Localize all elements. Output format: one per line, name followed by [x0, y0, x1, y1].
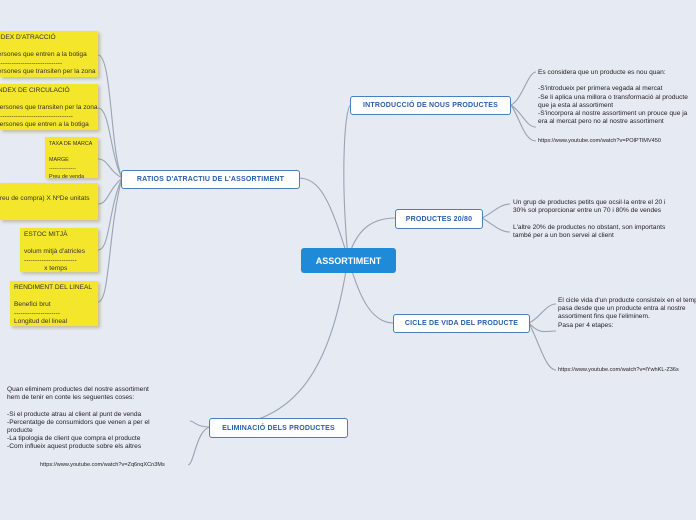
note-rendiment-lineal[interactable]: RENDIMENT DEL LINEAL Benefici brut -----…: [10, 281, 98, 326]
eliminacio-video-link[interactable]: https://www.youtube.com/watch?v=Zq6nqXCn…: [40, 462, 165, 468]
branch-ratios-atractiu[interactable]: RATIOS D'ATRACTIU DE L'ASSORTIMENT: [121, 170, 300, 189]
note-rotacio-estoc[interactable]: (preu de compra) X NºDe unitats: [0, 183, 98, 220]
branch-productes-20-80[interactable]: PRODUCTES 20/80: [395, 209, 483, 229]
note-index-atraccio[interactable]: ÍNDEX D'ATRACCIÓ persones que entren a l…: [0, 31, 98, 77]
central-topic[interactable]: ASSORTIMENT: [301, 248, 396, 273]
note-estoc-mitja[interactable]: ESTOC MITJÀ volum mitjà d'atricles -----…: [20, 228, 98, 272]
cicle-video-link[interactable]: https://www.youtube.com/watch?v=lYwhKL-Z…: [558, 367, 679, 373]
cicle-description: El cicle vida d'un producte consisteix e…: [558, 297, 696, 329]
novetats-description: Es considera que un producte es nou quan…: [538, 69, 688, 126]
eliminacio-description: Quan eliminem productes del nostre assor…: [7, 386, 150, 451]
pareto-description-1: Un grup de productes petits que ocsil·la…: [513, 199, 666, 215]
novetats-video-link[interactable]: https://www.youtube.com/watch?v=POlPTlMV…: [538, 138, 661, 144]
branch-introduccio-nous-productes[interactable]: INTRODUCCIÓ DE NOUS PRODUCTES: [350, 96, 511, 115]
pareto-description-2: L'altre 20% de productes no obstant, son…: [513, 224, 666, 240]
branch-eliminacio-productes[interactable]: ELIMINACIÓ DELS PRODUCTES: [209, 418, 348, 438]
branch-cicle-de-vida[interactable]: CICLE DE VIDA DEL PRODUCTE: [393, 314, 530, 333]
note-index-circulacio[interactable]: ÍNDEX DE CIRCULACIÓ persones que transit…: [0, 84, 98, 130]
note-taxa-marca[interactable]: TAXA DE MARCA MARGE --------------- Preu…: [45, 137, 98, 178]
